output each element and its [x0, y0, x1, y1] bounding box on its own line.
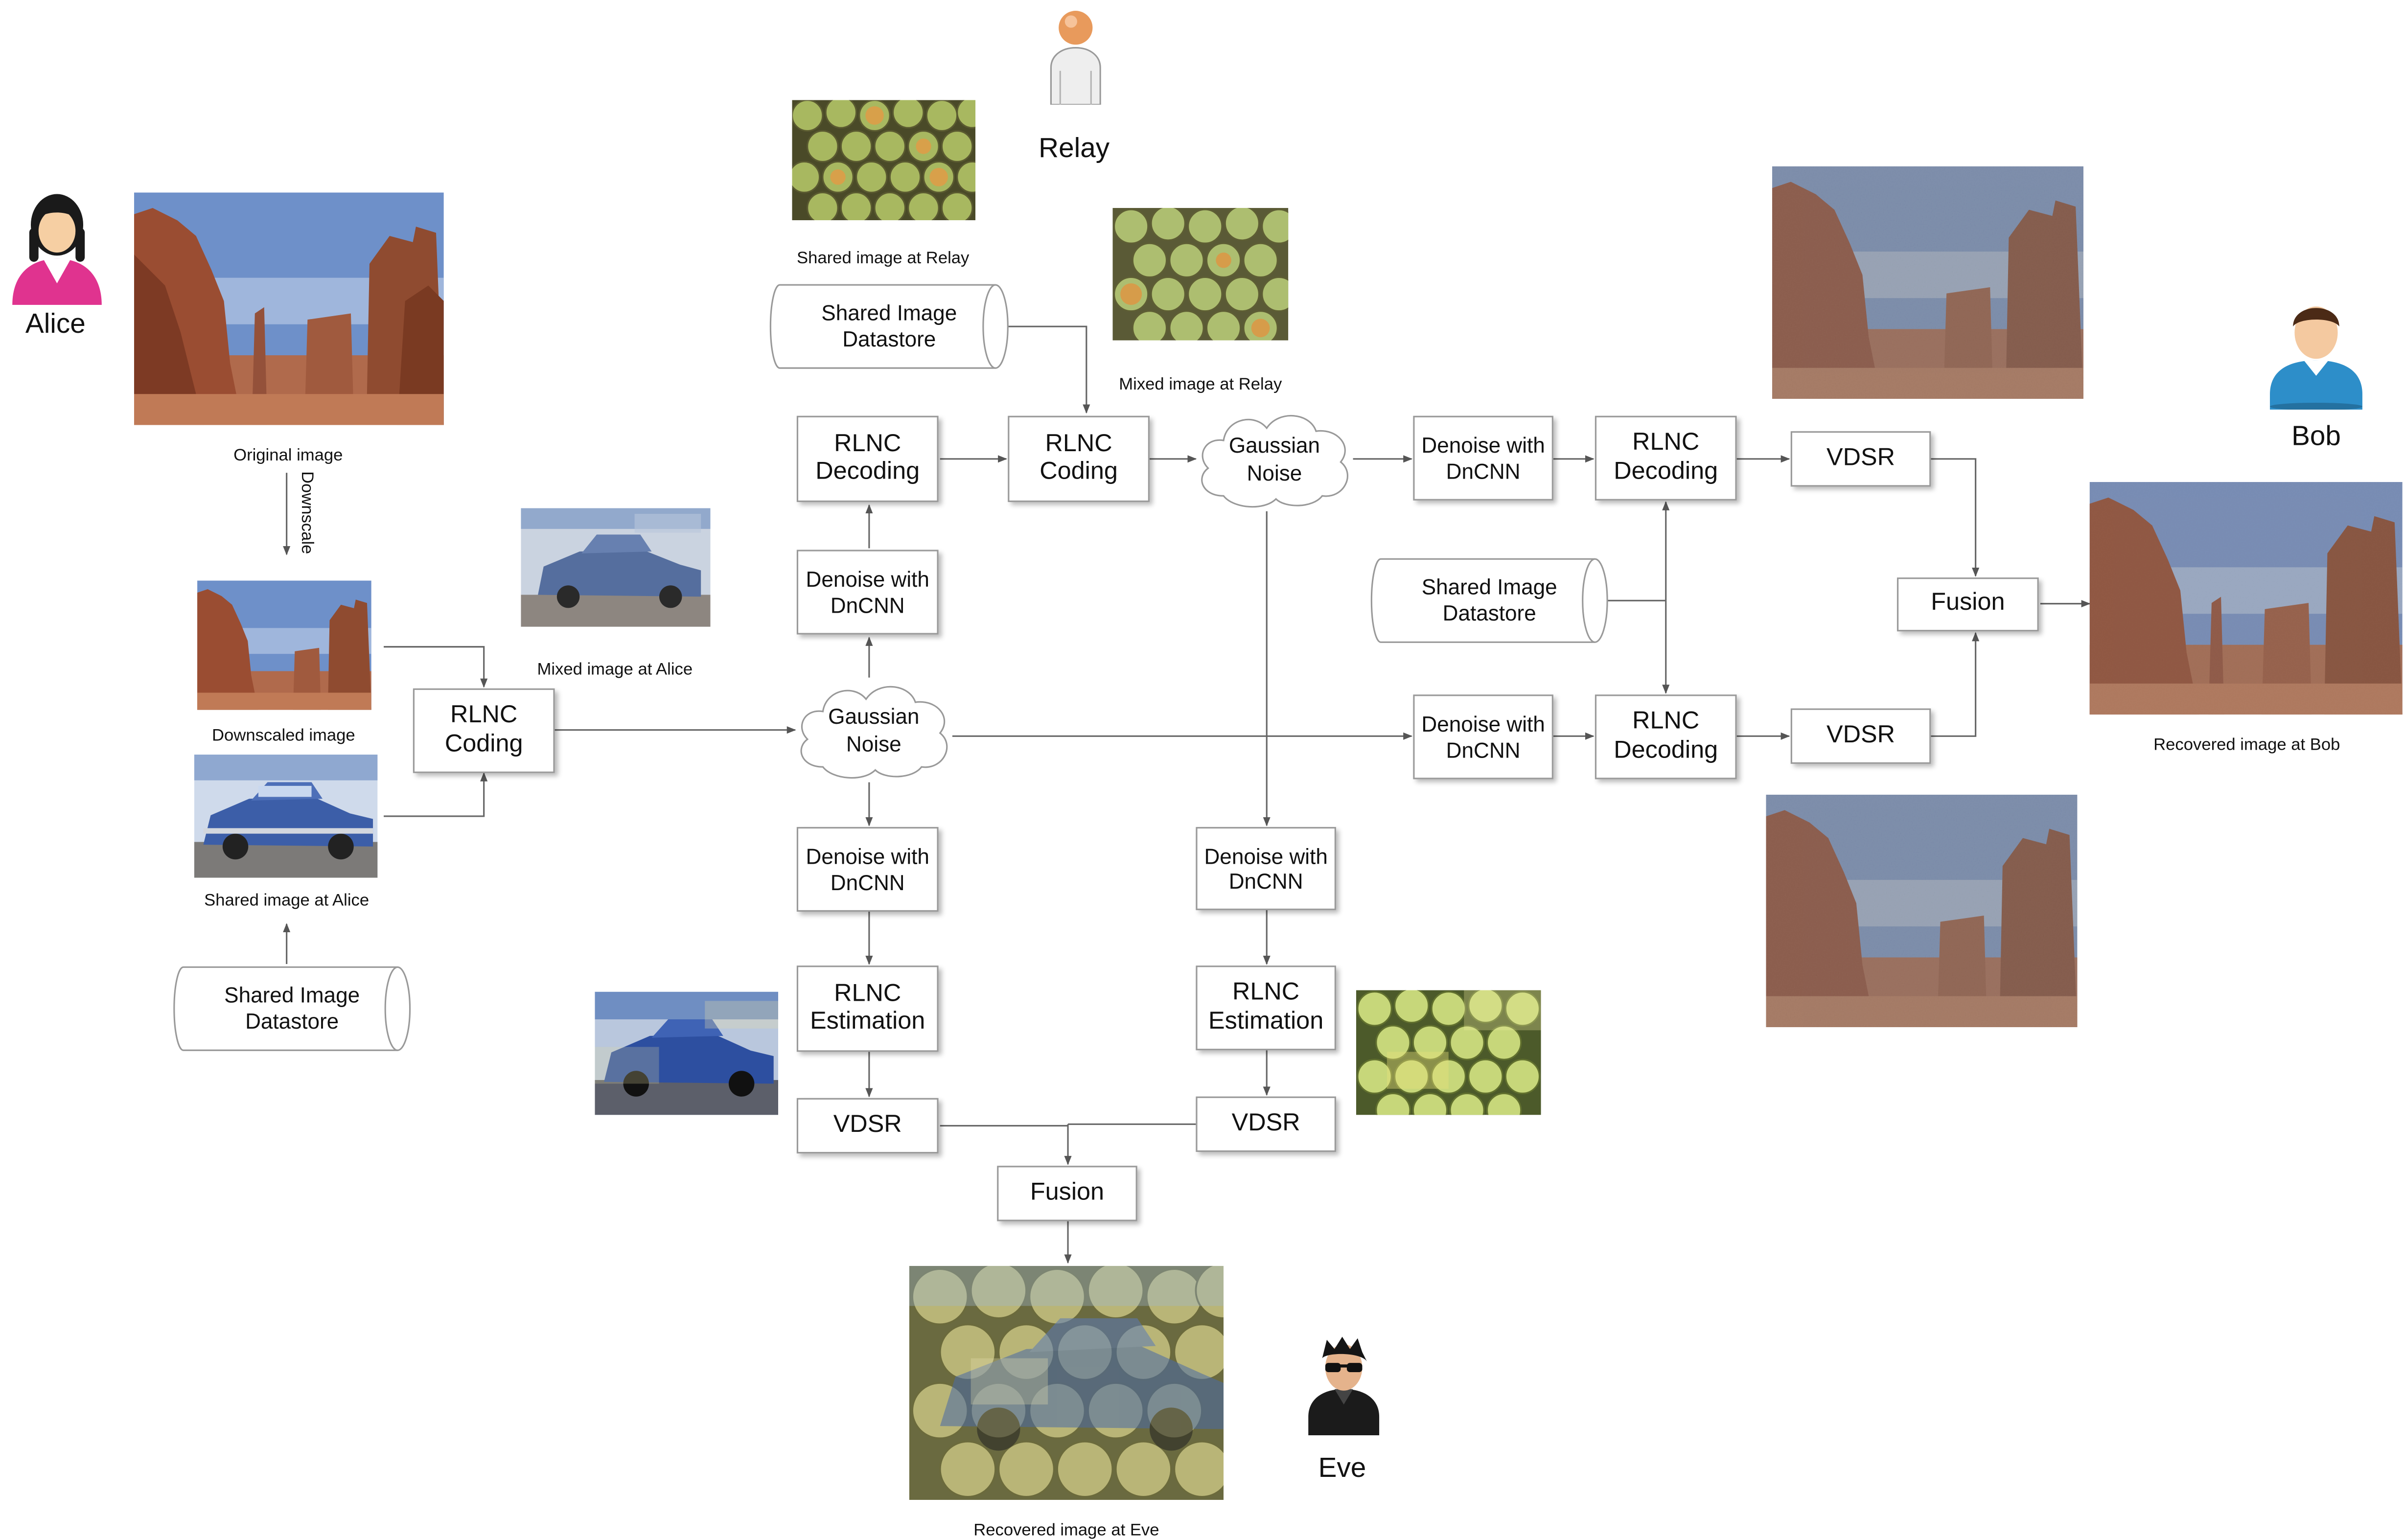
vdsr-bob-bottom: VDSR	[1790, 708, 1931, 764]
denoise-relay-input: Denoise with DnCNN	[796, 550, 939, 635]
arrow-bob-vdsr-bottom-to-fusion	[1931, 632, 1980, 737]
bob-icon	[2268, 299, 2364, 411]
recovered-image-eve-caption: Recovered image at Eve	[973, 1521, 1159, 1540]
rlnc-decoding-relay: RLNC Decoding	[796, 415, 939, 502]
gaussian-noise-2-label: Gaussian Noise	[1228, 432, 1320, 485]
bob-bottom-image	[1766, 794, 2078, 1028]
eve-label: Eve	[1318, 1452, 1366, 1483]
recovered-image-bob	[2089, 482, 2403, 715]
datastore-relay-label: Shared Image Datastore	[821, 299, 957, 351]
rlnc-estimation-left: RLNC Estimation	[796, 965, 939, 1052]
vdsr-eve-left: VDSR	[796, 1098, 939, 1154]
arrow-shared-to-coding	[384, 772, 488, 817]
datastore-alice-label: Shared Image Datastore	[224, 982, 360, 1034]
denoise-eve-left: Denoise with DnCNN	[796, 827, 939, 912]
eve-icon	[1305, 1336, 1382, 1436]
eve-estimated-car-image	[595, 991, 779, 1115]
fusion-eve: Fusion	[997, 1166, 1137, 1221]
shared-image-relay-caption: Shared image at Relay	[797, 249, 970, 268]
mixed-image-alice-caption: Mixed image at Alice	[537, 661, 693, 679]
mixed-image-relay	[1112, 207, 1289, 341]
rlnc-decoding-bob-bottom: RLNC Decoding	[1595, 694, 1737, 780]
fusion-bob: Fusion	[1897, 577, 2039, 632]
bob-label: Bob	[2291, 420, 2341, 452]
datastore-bob: Shared Image Datastore	[1370, 557, 1608, 644]
recovered-image-eve	[909, 1265, 1224, 1500]
mixed-image-relay-caption: Mixed image at Relay	[1119, 375, 1282, 394]
original-image	[134, 192, 444, 425]
datastore-alice: Shared Image Datastore	[173, 965, 411, 1052]
relay-label: Relay	[1039, 132, 1110, 163]
shared-image-alice	[194, 755, 378, 878]
gaussian-noise-cloud-1: Gaussian Noise	[792, 678, 955, 782]
downscaled-image-caption: Downscaled image	[212, 727, 355, 746]
original-image-caption: Original image	[233, 446, 343, 465]
shared-image-alice-caption: Shared image at Alice	[204, 892, 370, 910]
arrow-relay-datastore-to-coding	[1006, 325, 1090, 414]
datastore-bob-label: Shared Image Datastore	[1421, 574, 1557, 625]
eve-estimated-apples-image	[1356, 990, 1541, 1115]
alice-label: Alice	[25, 308, 86, 339]
gaussian-noise-cloud-2: Gaussian Noise	[1193, 407, 1356, 511]
recovered-image-bob-caption: Recovered image at Bob	[2153, 736, 2340, 755]
datastore-relay: Shared Image Datastore	[769, 283, 1009, 369]
relay-icon	[1048, 6, 1103, 106]
downscale-label: Downscale	[297, 471, 316, 554]
denoise-bob-bottom: Denoise with DnCNN	[1413, 694, 1553, 780]
arrow-downscaled-to-coding	[384, 646, 488, 688]
rlnc-estimation-right: RLNC Estimation	[1196, 965, 1336, 1051]
rlnc-coding-relay: RLNC Coding	[1008, 415, 1150, 502]
shared-image-relay	[792, 100, 976, 221]
mixed-image-alice	[521, 508, 711, 627]
bob-top-image	[1772, 166, 2084, 399]
gaussian-noise-1-label: Gaussian Noise	[828, 703, 920, 757]
downscaled-image	[197, 580, 371, 710]
arrow-bob-vdsr-top-to-fusion	[1931, 458, 1980, 577]
denoise-eve-right: Denoise with DnCNN	[1196, 827, 1336, 910]
vdsr-bob-top: VDSR	[1790, 431, 1931, 487]
rlnc-decoding-bob-top: RLNC Decoding	[1595, 415, 1737, 501]
rlnc-coding-alice: RLNC Coding	[413, 688, 555, 773]
denoise-bob-top: Denoise with DnCNN	[1413, 415, 1553, 501]
vdsr-eve-right: VDSR	[1196, 1096, 1336, 1152]
alice-icon	[9, 188, 105, 305]
